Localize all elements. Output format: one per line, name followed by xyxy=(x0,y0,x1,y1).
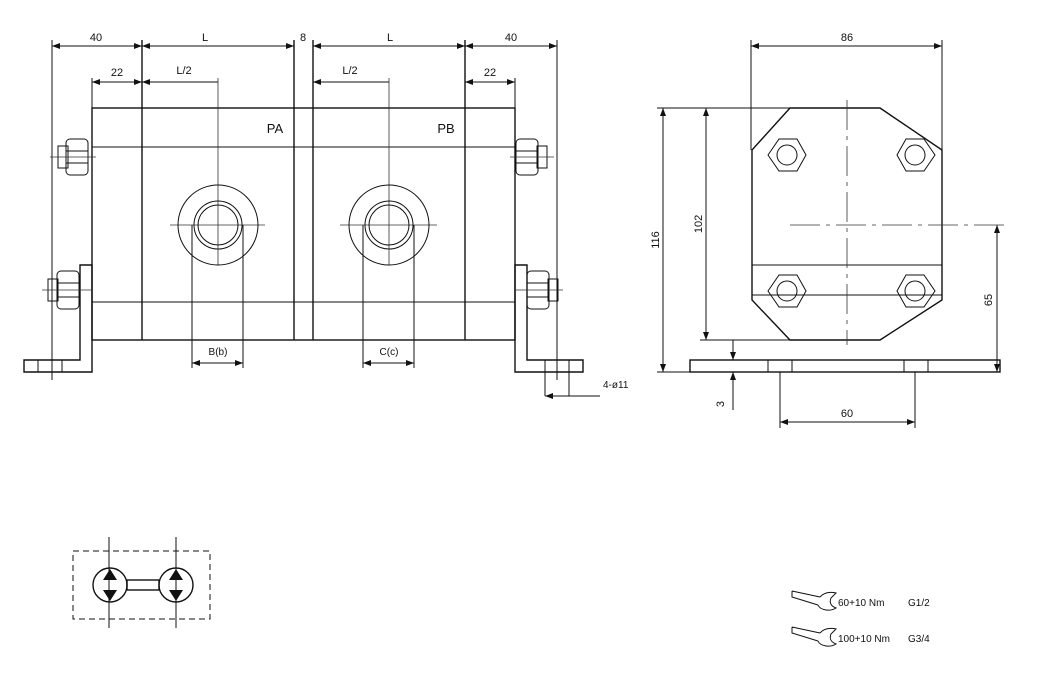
dim-half-L-right: L/2 xyxy=(342,65,357,77)
bolt-icon xyxy=(896,138,936,172)
dim-half-L-left: L/2 xyxy=(176,65,191,77)
port-b: C(c) xyxy=(340,78,437,368)
dim-base-3: 3 xyxy=(715,401,727,407)
side-body xyxy=(751,107,943,341)
nut-icon xyxy=(42,270,92,310)
dim-height-116: 116 xyxy=(650,231,662,249)
dim-22-left: 22 xyxy=(111,67,123,79)
wrench-icon xyxy=(791,626,838,647)
dim-width-86: 86 xyxy=(841,32,853,44)
port-label-pb: PB xyxy=(437,121,454,136)
nut-icon xyxy=(510,138,554,176)
dim-22-right: 22 xyxy=(484,67,496,79)
wrench-icon xyxy=(791,590,838,611)
hydraulic-symbol xyxy=(72,537,211,628)
dim-holes-60: 60 xyxy=(841,408,853,420)
torque-spec-1: 60+10 Nm G1/2 xyxy=(791,590,930,611)
nut-icon xyxy=(516,270,563,310)
port-label-pa: PA xyxy=(267,121,284,136)
torque-value: 100+10 Nm xyxy=(838,634,890,645)
torque-value: 60+10 Nm xyxy=(838,598,884,609)
dim-holes: 4-ø11 xyxy=(603,380,629,391)
bolt-icon xyxy=(767,138,807,172)
nut-icon xyxy=(50,138,96,176)
bolt-icon xyxy=(767,274,807,308)
bolt-icon xyxy=(896,274,936,308)
dim-center-65: 65 xyxy=(983,294,995,306)
front-view: 40 L 8 L 40 22 L/2 L/2 22 PA PB B(b) xyxy=(23,32,629,399)
dim-port-c: C(c) xyxy=(380,347,399,358)
base-plate xyxy=(689,359,1001,373)
dim-L-right: L xyxy=(387,32,393,44)
torque-spec-2: 100+10 Nm G3/4 xyxy=(791,626,930,647)
thread-size: G3/4 xyxy=(908,634,930,645)
left-bracket xyxy=(23,264,93,373)
dim-L-left: L xyxy=(202,32,208,44)
thread-size: G1/2 xyxy=(908,598,930,609)
port-a: B(b) xyxy=(170,78,265,368)
right-bracket xyxy=(514,264,584,373)
pump-body xyxy=(91,107,516,341)
dim-port-b: B(b) xyxy=(209,347,228,358)
dim-height-102: 102 xyxy=(693,215,705,233)
side-view: 86 116 102 65 3 60 xyxy=(650,32,1005,428)
dim-40-left: 40 xyxy=(90,32,102,44)
dim-gap-8: 8 xyxy=(300,32,306,44)
dim-40-right: 40 xyxy=(505,32,517,44)
